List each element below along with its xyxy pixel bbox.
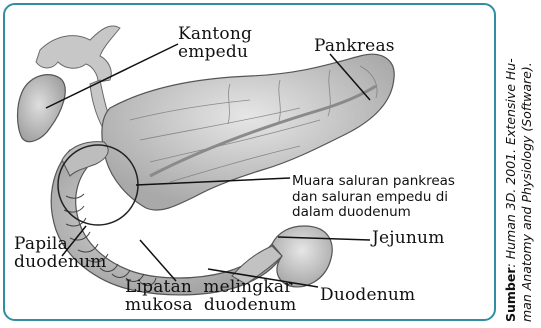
label-muara-line3: dalam duodenum: [292, 205, 455, 221]
label-kantong-empedu: Kantong empedu: [178, 26, 252, 62]
source-bold: Sumber: [503, 267, 518, 322]
source-citation-text: Sumber: Human 3D. 2001. Extensive Hu- ma…: [498, 6, 538, 324]
label-kantong-empedu-line2: empedu: [178, 44, 252, 62]
source-citation: Sumber: Human 3D. 2001. Extensive Hu- ma…: [498, 6, 538, 324]
label-papila-line2: duodenum: [14, 254, 107, 272]
gallbladder-shape: [18, 75, 66, 142]
label-jejunum: Jejunum: [372, 230, 445, 248]
label-muara-line1: Muara saluran pankreas: [292, 174, 455, 190]
label-muara: Muara saluran pankreas dan saluran emped…: [292, 174, 455, 221]
source-line1: Sumber: Human 3D. 2001. Extensive Hu-: [503, 58, 518, 322]
label-papila-duodenum: Papila duodenum: [14, 236, 107, 272]
label-lipatan: Lipatan melingkar mukosa duodenum: [125, 279, 297, 315]
source-line2: man Anatomy and Physiology (Software).: [519, 62, 534, 322]
source-line1-rest: : Human 3D. 2001. Extensive Hu-: [503, 58, 518, 268]
label-muara-line2: dan saluran empedu di: [292, 190, 455, 206]
label-lipatan-line2: mukosa duodenum: [125, 297, 297, 315]
label-duodenum: Duodenum: [320, 287, 415, 305]
label-pankreas: Pankreas: [314, 38, 395, 56]
